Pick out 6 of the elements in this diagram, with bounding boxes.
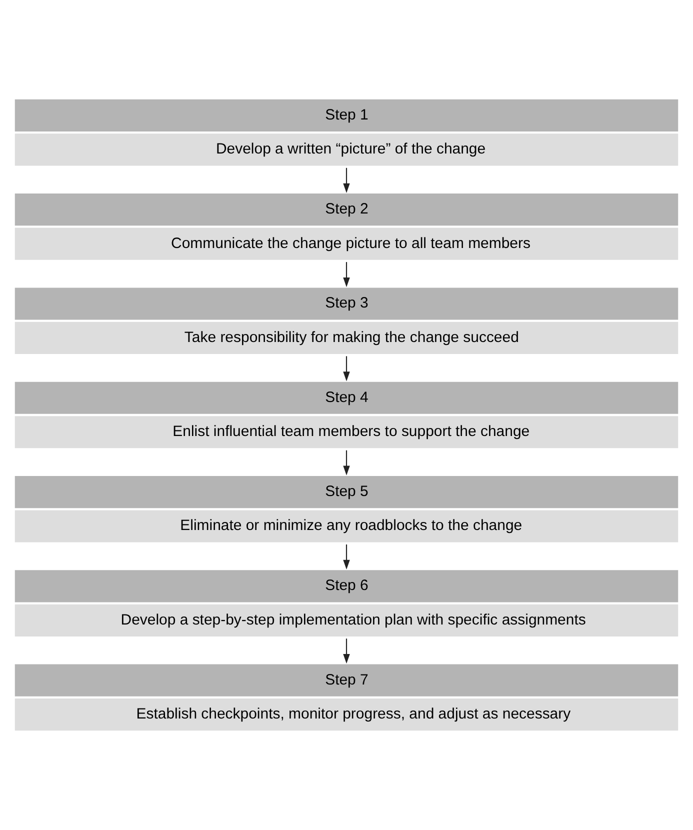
arrow [343,262,350,288]
arrow [343,638,350,664]
arrow [343,544,350,570]
arrow [343,168,350,193]
arrow [343,450,350,476]
arrow [343,356,350,382]
